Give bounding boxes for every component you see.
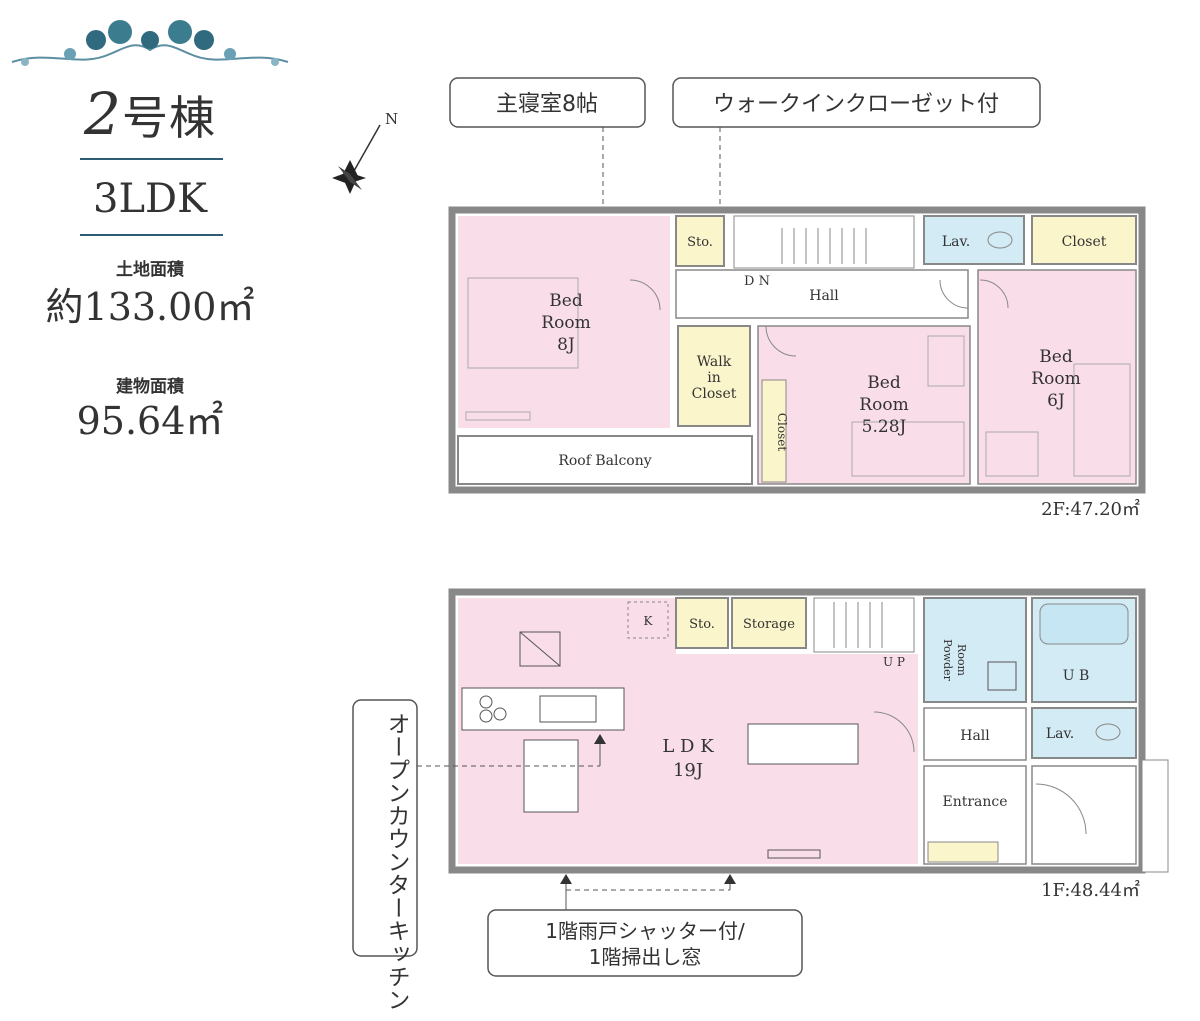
ldk-size: 19J <box>673 760 703 781</box>
porch <box>1031 765 1137 865</box>
bed3-label-1: Bed <box>1039 347 1073 367</box>
callout-walk-in-closet: ウォークインクローゼット付 <box>713 92 999 117</box>
bed1-label-1: Bed <box>549 291 583 311</box>
bed1-label-2: Room <box>541 313 590 333</box>
room-bedroom-6j <box>977 269 1137 485</box>
building-number: 2 <box>84 80 122 148</box>
ornament <box>0 10 300 76</box>
room-bedroom-5j <box>757 325 971 485</box>
callout-shutter-box <box>487 909 803 977</box>
room-walk-in-closet <box>677 325 751 427</box>
room-sto-1f <box>675 597 729 649</box>
powder-label-1: Powder <box>941 639 954 682</box>
floor-2-area: 2F:47.20㎡ <box>1041 498 1140 520</box>
sto-1f-label: Sto. <box>689 617 715 632</box>
bed1-size: 8J <box>557 335 575 355</box>
room-lav-1f <box>1031 707 1137 759</box>
room-hall-2f <box>675 269 969 319</box>
callout-shutter-2: 1階掃出し窓 <box>589 945 702 969</box>
powder-label-2: Room <box>955 644 968 677</box>
compass-north: N <box>385 110 398 128</box>
room-lav-2f <box>923 215 1025 265</box>
bed3-label-2: Room <box>1031 369 1080 389</box>
floor-1-plan: L D K 19J K Sto. Storage U P Powd <box>448 588 1169 874</box>
walkin-label-1: Walk <box>697 354 732 370</box>
lav-2f-label: Lav. <box>942 234 970 250</box>
roof-balcony <box>457 435 753 485</box>
callout-open-kitchen-box <box>352 699 418 957</box>
roof-balcony-label: Roof Balcony <box>558 453 651 469</box>
building-title: 2号棟 <box>0 80 300 148</box>
room-bedroom-8j <box>458 216 670 428</box>
sto-2f-label: Sto. <box>687 235 713 250</box>
closet-top-label: Closet <box>1062 234 1107 250</box>
bed2-size: 5.28J <box>862 417 907 437</box>
callout-shutter-1: 1階雨戸シャッター付/ <box>545 919 745 943</box>
callout-walk-in-closet-box <box>672 77 1041 128</box>
stairs-dn-label: D N <box>744 274 770 289</box>
lav-1f-label: Lav. <box>1046 726 1074 742</box>
ub-label: U B <box>1063 668 1090 684</box>
building-area-value: 95.64㎡ <box>76 399 224 443</box>
floor-1-area: 1F:48.44㎡ <box>1041 879 1140 901</box>
sofa <box>747 723 859 765</box>
stairs-1f-icon <box>813 597 915 653</box>
ornament-flourish-icon <box>11 20 289 66</box>
hall-2f-label: Hall <box>809 288 839 304</box>
callout-master-bedroom-box <box>449 77 646 128</box>
closet-side-label: Closet <box>775 413 789 452</box>
room-closet-top <box>1031 215 1137 265</box>
compass-icon: N <box>332 110 398 194</box>
divider-bottom <box>80 234 223 236</box>
hall-1f-label: Hall <box>960 728 990 744</box>
room-storage <box>731 597 807 649</box>
bed2-label-1: Bed <box>867 373 901 393</box>
bed3-size: 6J <box>1047 391 1065 411</box>
room-closet-side <box>761 379 787 483</box>
floor-2-plan: Bed Room 8J Sto. Walk in Closet Hall D N… <box>448 206 1146 494</box>
room-powder <box>923 597 1027 703</box>
callout-open-kitchen: オープンカウンターキッチン <box>383 712 409 1011</box>
walkin-label-3: Closet <box>692 386 737 402</box>
stairs-up-label: U P <box>883 655 905 669</box>
room-hall-1f <box>923 707 1027 761</box>
entrance-label: Entrance <box>942 794 1007 810</box>
callout-master-bedroom: 主寝室8帖 <box>496 92 598 117</box>
land-area-value: 約133.00㎡ <box>45 285 255 329</box>
divider-top <box>80 158 223 160</box>
land-area-label: 土地面積 <box>116 260 184 280</box>
building-area-label: 建物面積 <box>116 377 184 397</box>
ldk-label: L D K <box>662 736 714 757</box>
walkin-label-2: in <box>707 370 721 386</box>
room-sto-2f <box>675 215 725 267</box>
bed2-label-2: Room <box>859 395 908 415</box>
building-suffix: 号棟 <box>121 91 216 145</box>
k-label: K <box>644 614 654 628</box>
stairs-2f-icon <box>733 215 915 269</box>
layout-type: 3LDK <box>93 176 207 222</box>
storage-label: Storage <box>743 617 795 632</box>
kitchen-counter <box>461 687 625 731</box>
dining-table <box>523 739 579 813</box>
